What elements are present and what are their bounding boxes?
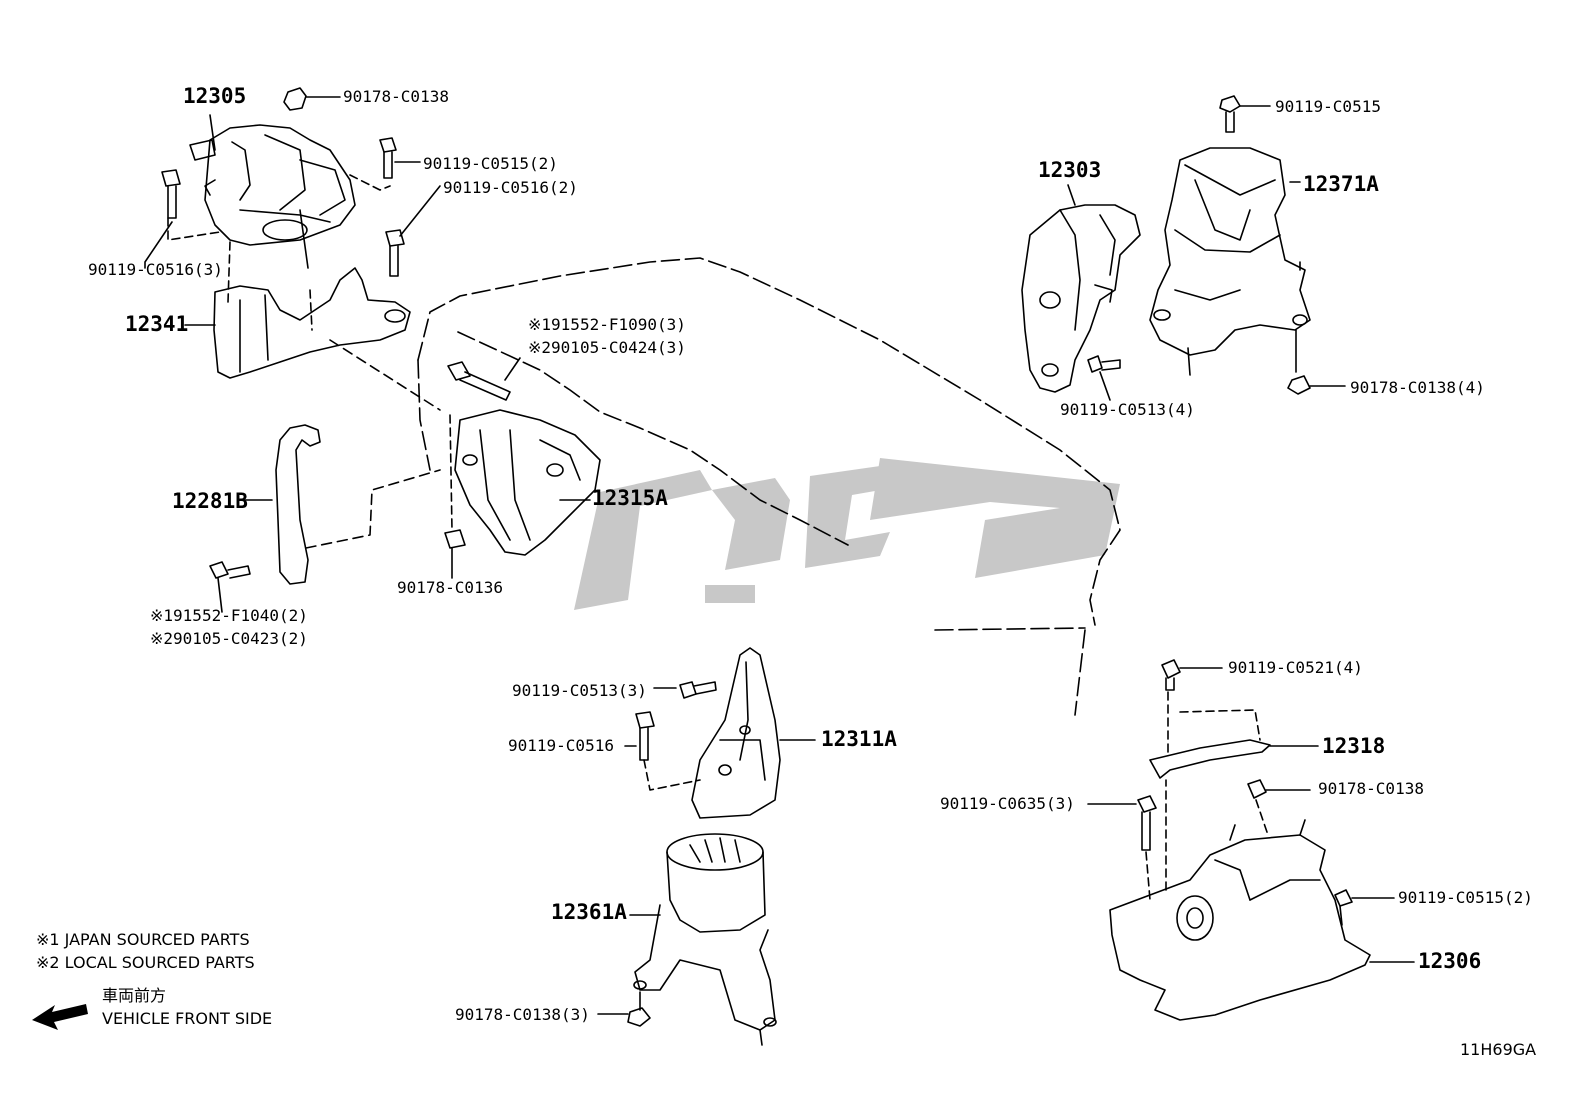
- part-12303-drawing: [1021, 184, 1141, 401]
- watermark-logo: [574, 458, 1120, 610]
- part-12281b-drawing: [209, 424, 441, 613]
- label-12311a: 12311A: [821, 727, 897, 751]
- label-12371a: 12371A: [1303, 172, 1379, 196]
- part-12341-drawing: [184, 267, 441, 411]
- label-90119-c0513-3: 90119-C0513(3): [512, 681, 647, 700]
- label-90178-c0138-top: 90178-C0138: [343, 87, 449, 106]
- label-90119-c0516: 90119-C0516: [508, 736, 614, 755]
- label-90178-c0138-4: 90178-C0138(4): [1350, 378, 1485, 397]
- label-90178-c0136: 90178-C0136: [397, 578, 503, 597]
- label-12318: 12318: [1322, 734, 1386, 758]
- diagram-code: 11H69GA: [1460, 1040, 1537, 1059]
- label-90119-c0515-2: 90119-C0515(2): [423, 154, 558, 173]
- label-90119-c0513-4: 90119-C0513(4): [1060, 400, 1195, 419]
- label-90119-c0516-3: 90119-C0516(3): [88, 260, 223, 279]
- label-90119-c0516-2: 90119-C0516(2): [443, 178, 578, 197]
- part-12306-drawing: [1087, 779, 1415, 1021]
- part-12371a-drawing: [1149, 95, 1346, 395]
- label-90105-c0423: ※290105-C0423(2): [150, 629, 308, 648]
- label-90119-c0515: 90119-C0515: [1275, 97, 1381, 116]
- part-12361a-drawing: [597, 833, 777, 1046]
- note-japan-sourced: ※1 JAPAN SOURCED PARTS: [36, 930, 250, 949]
- label-12306: 12306: [1418, 949, 1482, 973]
- label-91552-f1040: ※191552-F1040(2): [150, 606, 308, 625]
- label-12303: 12303: [1038, 158, 1102, 182]
- label-90119-c0515-2-right: 90119-C0515(2): [1398, 888, 1533, 907]
- label-90178-c0138-3: 90178-C0138(3): [455, 1005, 590, 1024]
- note-front-jp: 車両前方: [102, 986, 167, 1005]
- part-12318-drawing: [1149, 659, 1319, 836]
- part-12315a-drawing: [444, 357, 601, 579]
- label-12341: 12341: [125, 312, 189, 336]
- leader-lines: [227, 241, 1301, 303]
- part-12311a-drawing: [624, 647, 816, 819]
- label-12305: 12305: [183, 84, 247, 108]
- label-90119-c0635-3: 90119-C0635(3): [940, 794, 1075, 813]
- bolt-icons-left: [144, 87, 441, 277]
- label-90105-c0424: ※290105-C0424(3): [528, 338, 686, 357]
- label-12315a: 12315A: [592, 486, 668, 510]
- label-12281b: 12281B: [172, 489, 248, 513]
- label-12361a: 12361A: [551, 900, 627, 924]
- label-91552-f1090: ※191552-F1090(3): [528, 315, 686, 334]
- arrow-left-icon: [32, 1004, 88, 1030]
- label-90178-c0138-right: 90178-C0138: [1318, 779, 1424, 798]
- note-local-sourced: ※2 LOCAL SOURCED PARTS: [36, 953, 255, 972]
- note-front-en: VEHICLE FRONT SIDE: [102, 1009, 273, 1028]
- part-12305-drawing: [189, 114, 356, 269]
- engine-outline: [417, 257, 1121, 716]
- label-90119-c0521-4: 90119-C0521(4): [1228, 658, 1363, 677]
